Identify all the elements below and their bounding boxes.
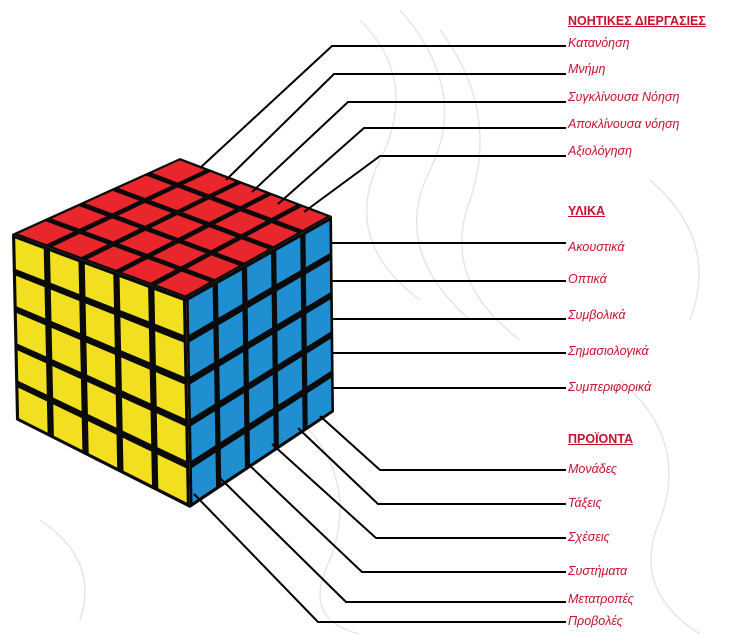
heading-operations: ΝΟΗΤΙΚΕΣ ΔΙΕΡΓΑΣΙΕΣ — [568, 14, 706, 28]
label-operations-1: Κατανόηση — [568, 36, 630, 50]
connector-products-5 — [220, 478, 566, 602]
connector-operations-5 — [304, 156, 566, 212]
connector-products-4 — [246, 462, 566, 572]
label-products-3: Σχέσεις — [568, 530, 610, 544]
connector-products-3 — [272, 444, 566, 538]
label-products-2: Τάξεις — [568, 496, 602, 510]
label-contents-1: Ακουστικά — [568, 240, 624, 254]
connector-operations-4 — [278, 128, 566, 204]
connector-operations-1 — [200, 46, 566, 168]
label-products-4: Συστήματα — [568, 564, 627, 578]
label-operations-3: Συγκλίνουσα Νόηση — [568, 90, 679, 104]
label-operations-5: Αξιολόγηση — [568, 144, 632, 158]
connector-products-1 — [320, 416, 566, 470]
label-contents-5: Συμπεριφορικά — [568, 380, 651, 394]
label-contents-4: Σημασιολογικά — [568, 344, 649, 358]
label-products-1: Μονάδες — [568, 462, 617, 476]
label-contents-2: Οπτικά — [568, 272, 607, 286]
label-contents-3: Συμβολικά — [568, 308, 625, 322]
label-products-6: Προβολές — [568, 614, 623, 628]
label-products-5: Μετατροπές — [568, 592, 634, 606]
label-operations-4: Αποκλίνουσα νόηση — [568, 117, 680, 131]
connector-operations-3 — [252, 102, 566, 192]
heading-products: ΠΡΟΪΟΝΤΑ — [568, 432, 633, 446]
heading-contents: ΥΛΙΚΑ — [568, 204, 605, 218]
label-operations-2: Μνήμη — [568, 62, 605, 76]
